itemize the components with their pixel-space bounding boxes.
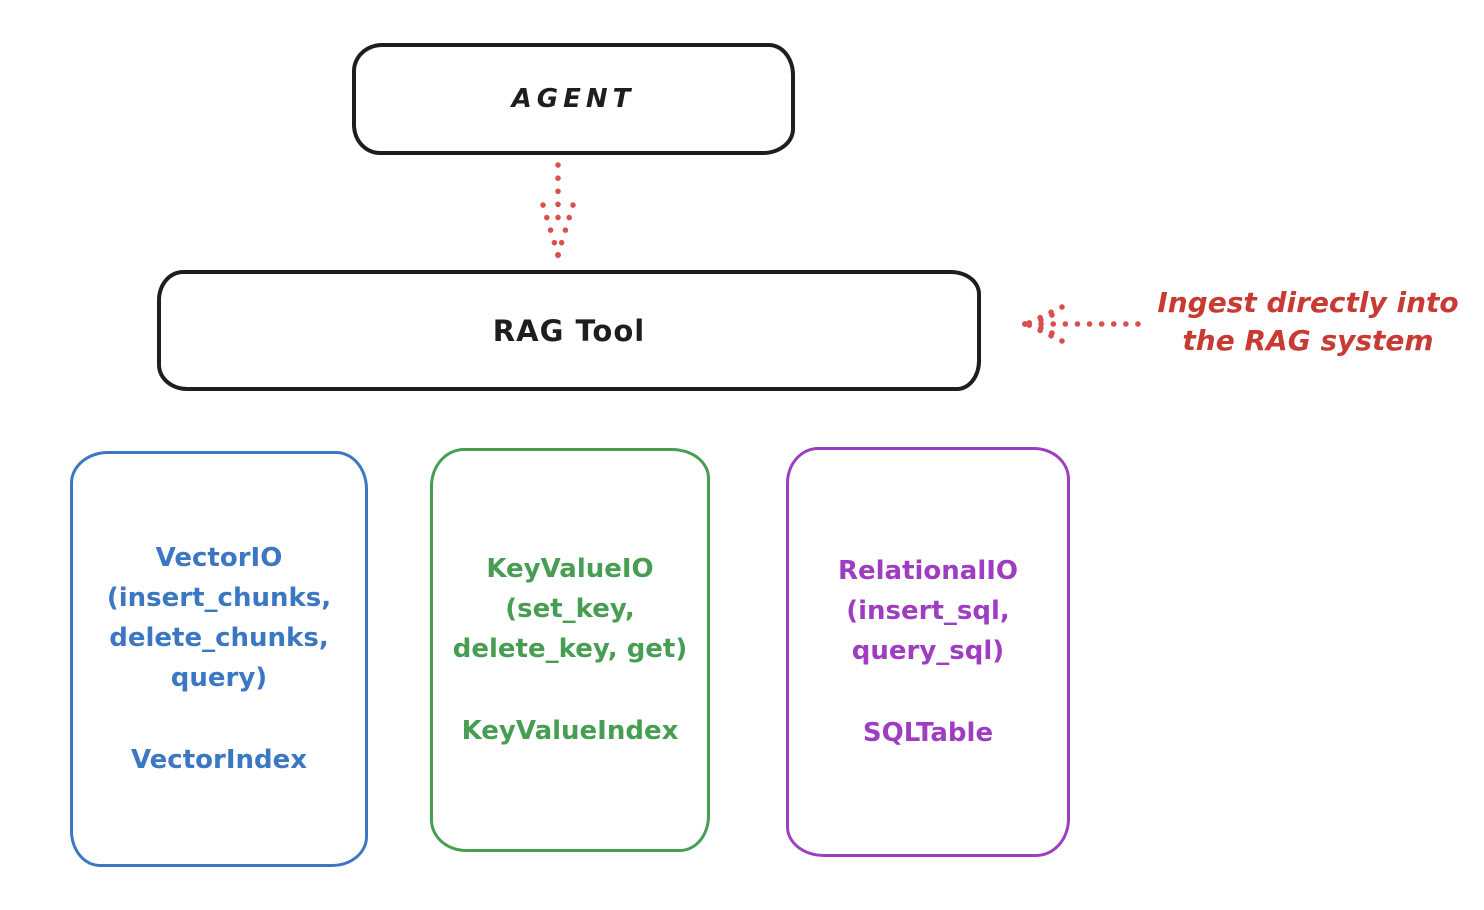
text-line: (insert_sql, [846, 596, 1010, 626]
sql-table-label: SQLTable [862, 718, 994, 748]
ingest-annotation: Ingest directly into the RAG system [1138, 284, 1478, 360]
keyvalue-index-label: KeyValueIndex [461, 716, 679, 746]
text-line: VectorIO [155, 543, 283, 573]
agent-label: AGENT [511, 84, 636, 114]
vector-io-signature: VectorIO (insert_chunks, delete_chunks, … [107, 538, 331, 698]
text-line: delete_key, get) [452, 634, 688, 664]
ingest-annotation-line-2: the RAG system [1182, 324, 1434, 357]
text-line: (set_key, [505, 594, 635, 624]
rag-tool-node: RAG Tool [157, 270, 981, 391]
rag-tool-label: RAG Tool [492, 313, 646, 348]
vector-index-label: VectorIndex [130, 745, 308, 775]
text-line: RelationalIO [837, 556, 1019, 586]
ingest-dotted-arrow-icon [1022, 304, 1141, 344]
text-line: query) [170, 663, 268, 693]
relational-io-node: RelationalIO (insert_sql, query_sql) SQL… [786, 447, 1070, 857]
text-line: query_sql) [851, 636, 1005, 666]
ingest-annotation-line-1: Ingest directly into [1157, 286, 1459, 319]
keyvalue-io-signature: KeyValueIO (set_key, delete_key, get) [453, 549, 688, 669]
vector-io-node: VectorIO (insert_chunks, delete_chunks, … [70, 451, 368, 867]
relational-io-signature: RelationalIO (insert_sql, query_sql) [838, 551, 1018, 671]
agent-node: AGENT [352, 43, 795, 155]
text-line: KeyValueIO [486, 554, 654, 584]
text-line: delete_chunks, [109, 623, 329, 653]
agent-to-rag-dotted-arrow-icon [540, 162, 576, 258]
keyvalue-io-node: KeyValueIO (set_key, delete_key, get) Ke… [430, 448, 710, 852]
text-line: (insert_chunks, [106, 583, 332, 613]
